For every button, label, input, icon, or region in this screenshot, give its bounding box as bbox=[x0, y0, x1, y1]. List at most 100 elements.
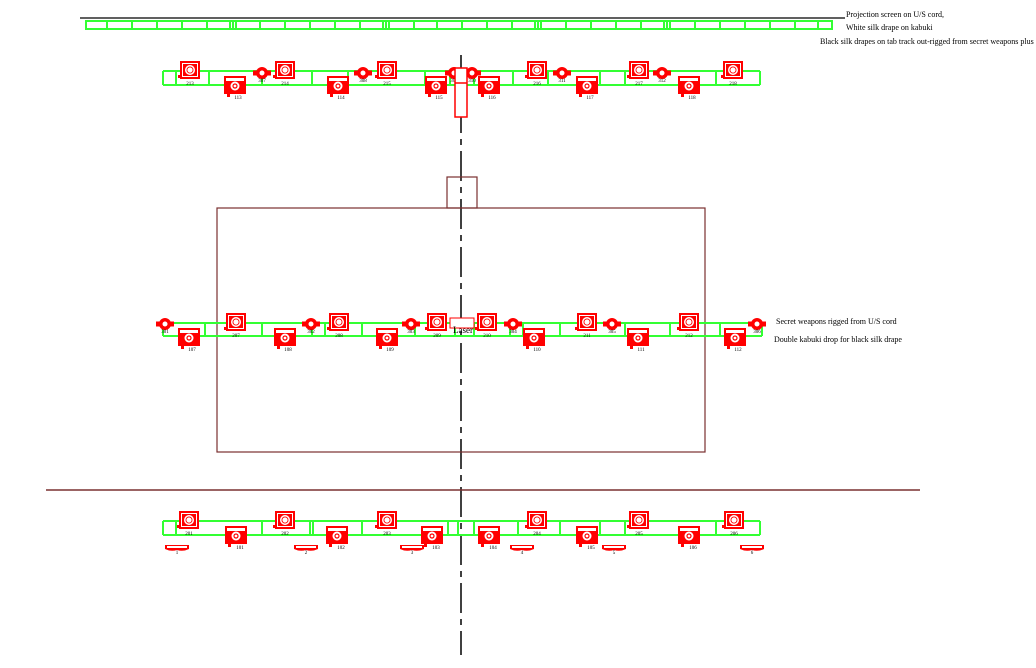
fixture-number: 214 bbox=[281, 82, 289, 87]
lower-fixture-icon bbox=[678, 526, 700, 547]
upper-fixture-icon bbox=[475, 313, 497, 331]
fixture-upper-216: 216 bbox=[525, 61, 547, 87]
upper-fixture-icon bbox=[525, 511, 547, 529]
fixture-sw-304: 304 bbox=[504, 318, 522, 335]
fixture-upper-211: 211 bbox=[575, 313, 597, 339]
sw-fixture-icon bbox=[354, 67, 372, 79]
lower-fixture-icon bbox=[478, 526, 500, 547]
fixture-number: 106 bbox=[689, 546, 697, 551]
fixture-number: 105 bbox=[587, 546, 595, 551]
fixture-number: 118 bbox=[688, 96, 696, 101]
lower-fixture-icon bbox=[274, 328, 296, 349]
fixture-number: 107 bbox=[188, 348, 196, 353]
upper-fixture-icon bbox=[721, 61, 743, 79]
fixture-lower-113: 113 bbox=[224, 76, 246, 101]
upper-fixture-icon bbox=[273, 61, 295, 79]
fixture-number: 216 bbox=[533, 82, 541, 87]
fixture-number: 307 bbox=[258, 79, 266, 84]
legend-double-kabuki: Double kabuki drop for black silk drape bbox=[774, 335, 902, 344]
fixture-number: 201 bbox=[185, 532, 193, 537]
fixture-upper-218: 218 bbox=[721, 61, 743, 87]
fixture-lower-107: 107 bbox=[178, 328, 200, 353]
floor-fixture-icon bbox=[400, 545, 424, 551]
fixture-upper-214: 214 bbox=[273, 61, 295, 87]
upper-fixture-icon bbox=[375, 61, 397, 79]
fixture-number: 210 bbox=[483, 334, 491, 339]
fixture-number: 1 bbox=[176, 551, 179, 556]
legend-black-silk: Black silk drapes on tab track out-rigge… bbox=[820, 37, 1036, 46]
fixture-lower-111: 111 bbox=[627, 328, 649, 353]
upper-fixture-icon bbox=[677, 313, 699, 331]
fixture-number: 305 bbox=[608, 330, 616, 335]
fixture-upper-212: 212 bbox=[677, 313, 699, 339]
fixture-sw-308: 308 bbox=[354, 67, 372, 84]
fixture-number: 102 bbox=[337, 546, 345, 551]
fixture-number: 311 bbox=[558, 79, 566, 84]
sw-fixture-icon bbox=[748, 318, 766, 330]
fixture-sw-310: 310 bbox=[463, 67, 481, 84]
fixture-upper-208: 208 bbox=[327, 313, 349, 339]
fixture-number: 103 bbox=[432, 546, 440, 551]
fixture-sw-305: 305 bbox=[603, 318, 621, 335]
upper-fixture-icon bbox=[177, 511, 199, 529]
fixture-sw-311: 311 bbox=[553, 67, 571, 84]
lower-fixture-icon bbox=[376, 328, 398, 349]
fixture-number: 4 bbox=[521, 551, 524, 556]
fixture-sw-301: 301 bbox=[156, 318, 174, 335]
lower-fixture-icon bbox=[178, 328, 200, 349]
fixture-floor-5: 5 bbox=[602, 545, 626, 556]
lower-fixture-icon bbox=[576, 526, 598, 547]
fixture-number: 302 bbox=[307, 330, 315, 335]
fixture-number: 109 bbox=[386, 348, 394, 353]
fixture-upper-202: 202 bbox=[273, 511, 295, 537]
fixture-number: 310 bbox=[468, 79, 476, 84]
fixture-number: 2 bbox=[305, 551, 308, 556]
fixture-number: 213 bbox=[186, 82, 194, 87]
fixture-number: 3 bbox=[411, 551, 414, 556]
fixture-upper-201: 201 bbox=[177, 511, 199, 537]
fixture-number: 218 bbox=[729, 82, 737, 87]
fixture-lower-117: 117 bbox=[576, 76, 598, 101]
fixture-number: 110 bbox=[533, 348, 541, 353]
fixture-sw-307: 307 bbox=[253, 67, 271, 84]
fixture-number: 115 bbox=[435, 96, 443, 101]
fixture-floor-4: 4 bbox=[510, 545, 534, 556]
fixture-floor-2: 2 bbox=[294, 545, 318, 556]
fixture-upper-203: 203 bbox=[375, 511, 397, 537]
lower-fixture-icon bbox=[224, 76, 246, 97]
laser-label: Laser bbox=[453, 325, 473, 335]
legend-projection-screen: Projection screen on U/S cord, bbox=[846, 10, 944, 19]
lower-fixture-icon bbox=[523, 328, 545, 349]
sw-fixture-icon bbox=[504, 318, 522, 330]
fixture-number: 203 bbox=[383, 532, 391, 537]
fixture-number: 108 bbox=[284, 348, 292, 353]
fixture-number: 208 bbox=[335, 334, 343, 339]
sw-fixture-icon bbox=[653, 67, 671, 79]
sw-fixture-icon bbox=[253, 67, 271, 79]
sw-fixture-icon bbox=[603, 318, 621, 330]
fixture-number: 116 bbox=[488, 96, 496, 101]
upper-fixture-icon bbox=[575, 313, 597, 331]
laser-box bbox=[449, 317, 475, 329]
fixture-number: 207 bbox=[232, 334, 240, 339]
fixture-number: 211 bbox=[583, 334, 591, 339]
floor-fixture-icon bbox=[510, 545, 534, 551]
fixture-sw-302: 302 bbox=[302, 318, 320, 335]
fixture-floor-1: 1 bbox=[165, 545, 189, 556]
upper-fixture-icon bbox=[627, 61, 649, 79]
upper-fixture-icon bbox=[375, 511, 397, 529]
floor-fixture-icon bbox=[294, 545, 318, 551]
lower-fixture-icon bbox=[678, 76, 700, 97]
fixture-number: 217 bbox=[635, 82, 643, 87]
fixture-number: 112 bbox=[734, 348, 742, 353]
upper-fixture-icon bbox=[327, 313, 349, 331]
fixture-number: 205 bbox=[635, 532, 643, 537]
set-entrance bbox=[446, 176, 478, 209]
lower-fixture-icon bbox=[326, 526, 348, 547]
fixture-number: 113 bbox=[234, 96, 242, 101]
fixture-number: 5 bbox=[613, 551, 616, 556]
fixture-lower-101: 101 bbox=[225, 526, 247, 551]
lower-fixture-icon bbox=[478, 76, 500, 97]
fixture-upper-206: 206 bbox=[722, 511, 744, 537]
